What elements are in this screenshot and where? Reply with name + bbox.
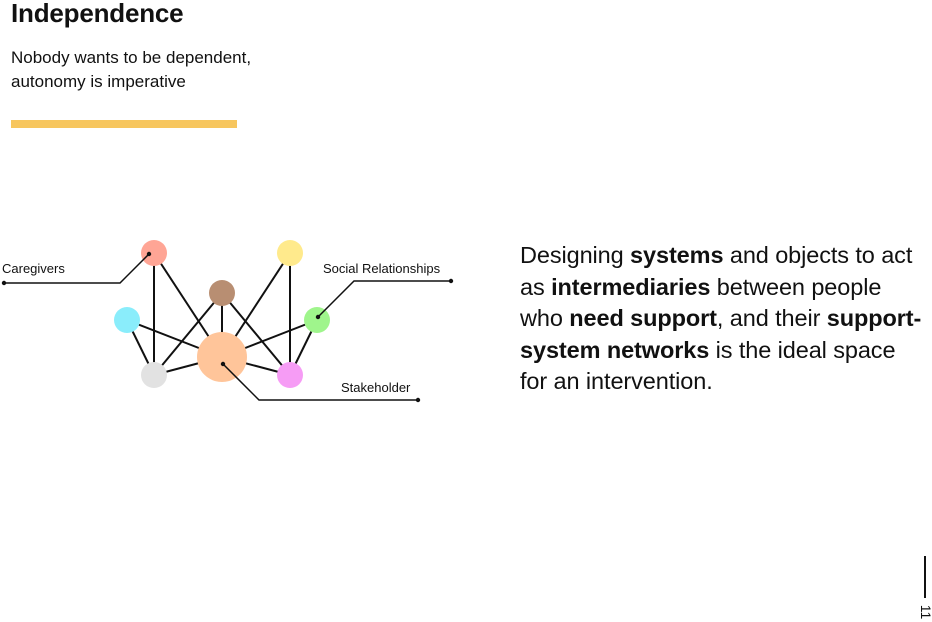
node-social-relationship: [304, 307, 330, 333]
callout-dot: [448, 278, 454, 284]
label-stakeholder: Stakeholder: [341, 380, 411, 395]
network-diagram: Caregivers Social Relationships Stakehol…: [1, 240, 454, 403]
page-number-rule: [924, 556, 926, 598]
subtitle-line: autonomy is imperative: [11, 72, 186, 91]
network-nodes: [114, 240, 330, 388]
statement-emphasis: need support: [569, 305, 717, 331]
label-caregivers: Caregivers: [2, 261, 65, 276]
page-subtitle: Nobody wants to be dependent, autonomy i…: [11, 46, 251, 94]
statement-emphasis: intermediaries: [551, 273, 711, 300]
callout-line-social-relationships: [317, 280, 451, 318]
callout-lines: [4, 253, 451, 401]
node-pink: [277, 362, 303, 388]
statement-text: and objects to act as: [520, 242, 913, 300]
statement-text: , and their: [716, 305, 827, 331]
callout-dot: [146, 251, 152, 257]
callout-dot: [415, 397, 421, 403]
callout-dots: [1, 251, 454, 403]
page-number: 11: [918, 604, 932, 620]
node-stakeholder: [197, 332, 247, 382]
intervention-statement: Designing systems and objects to act as …: [520, 240, 925, 398]
statement-text: Designing: [520, 242, 631, 268]
page-title: Independence: [11, 0, 184, 28]
accent-bar: [11, 120, 237, 128]
callout-dot: [315, 314, 321, 320]
callout-line-caregivers: [4, 253, 150, 284]
node-gray: [141, 362, 167, 388]
callout-dot: [1, 280, 7, 286]
statement-emphasis: systems: [630, 242, 724, 268]
edge: [221, 292, 291, 376]
node-caregiver: [141, 240, 167, 266]
node-brown: [209, 280, 235, 306]
subtitle-line: Nobody wants to be dependent,: [11, 48, 252, 67]
label-social-relationships: Social Relationships: [323, 261, 441, 276]
statement-emphasis: support-system networks: [520, 305, 922, 363]
callout-line-stakeholder: [222, 363, 418, 401]
statement-text: between people who: [520, 273, 882, 332]
edge: [153, 292, 223, 376]
node-cyan: [114, 307, 140, 333]
callout-dot: [220, 361, 226, 367]
node-yellow: [277, 240, 303, 266]
statement-text: is the ideal space for an intervention.: [520, 336, 896, 395]
